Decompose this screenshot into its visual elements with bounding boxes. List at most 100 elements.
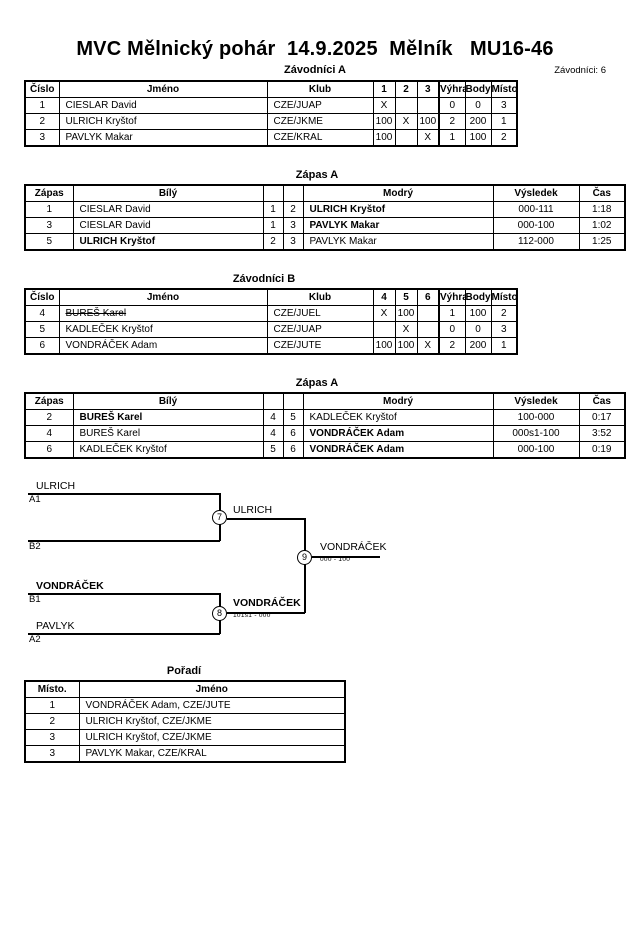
cell-white-name: BUREŠ Karel [72,425,264,442]
cell-club: CZE/JUAP [266,97,374,114]
table-row: 6 KADLEČEK Kryštof 5 6 VONDRÁČEK Adam 00… [24,441,626,459]
ranking-table: Místo. Jméno 1 VONDRÁČEK Adam, CZE/JUTE … [24,680,346,763]
cell-vs-3: 100 [416,113,440,130]
table-row: 3 PAVLYK Makar, CZE/KRAL [24,745,346,763]
ranking-heading: Pořadí [166,665,202,677]
col-header-body: Body [464,288,492,306]
cell-time: 3:52 [578,425,626,442]
cell-blue-name: ULRICH Kryštof [302,201,494,218]
cell-white-name: CIESLAR David [72,201,264,218]
bracket-line-a1 [28,493,220,495]
bracket-seed-a1: A1 [29,494,41,505]
bracket-seed-b2: B2 [29,541,41,552]
bracket-winner-9: VONDRÁČEK [320,541,387,553]
cell-number: 6 [24,337,60,355]
cell-place: 2 [24,713,80,730]
bracket-node-9[interactable]: 9 [297,550,312,565]
col-header-jmeno: Jméno [58,80,268,98]
bracket-line-8-out [227,612,305,614]
cell-result: 000s1-100 [492,425,580,442]
bracket-slot-name-a2: PAVLYK [36,620,75,632]
group-b-table: Číslo Jméno Klub 4 5 6 Výhra Body Místo.… [24,288,518,355]
col-header-misto: Místo. [490,288,518,306]
col-header-vysledek: Výsledek [492,392,580,410]
cell-wins: 2 [438,337,466,355]
cell-white-num: 4 [262,425,284,442]
col-header-cislo: Číslo [24,288,60,306]
table-header-row: Číslo Jméno Klub 1 2 3 Výhra Body Místo. [24,80,518,98]
cell-vs-2 [394,129,418,147]
matches-b-heading: Zápas A [295,377,339,389]
cell-points: 0 [464,97,492,114]
cell-vs-1: 100 [372,129,396,147]
bracket-score-8: 101s1 - 000 [233,612,271,619]
cell-result: 000-111 [492,201,580,218]
page-title: MVC Mělnický pohár 14.9.2025 Mělník MU16… [76,38,554,60]
elimination-bracket: ULRICH A1 B2 7 ULRICH VONDRÁČEK B1 PAVLY… [0,475,630,665]
col-header-m5: 5 [394,288,418,306]
cell-match-no: 6 [24,441,74,459]
bracket-node-7[interactable]: 7 [212,510,227,525]
cell-competitor: PAVLYK Makar, CZE/KRAL [78,745,346,763]
cell-name: KADLEČEK Kryštof [58,321,268,338]
cell-blue-num: 6 [282,425,304,442]
bracket-winner-8: VONDRÁČEK [233,597,301,609]
cell-points: 100 [464,305,492,322]
col-header-wnum [262,392,284,410]
cell-vs-1: X [372,97,396,114]
col-header-bily: Bílý [72,184,264,202]
cell-wins: 1 [438,305,466,322]
col-header-vysledek: Výsledek [492,184,580,202]
cell-white-name: CIESLAR David [72,217,264,234]
bracket-winner-7: ULRICH [233,504,273,516]
cell-place: 1 [24,697,80,714]
cell-vs-6: X [416,337,440,355]
cell-name: PAVLYK Makar [58,129,268,147]
cell-vs-2: X [394,113,418,130]
cell-match-no: 2 [24,409,74,426]
cell-club: CZE/JUAP [266,321,374,338]
cell-points: 100 [464,129,492,147]
col-header-modry: Modrý [302,392,494,410]
col-header-bnum [282,184,304,202]
cell-white-name: ULRICH Kryštof [72,233,264,251]
header-subrow: Závodníci A Závodníci: 6 [0,64,630,80]
table-header-row: Zápas Bílý Modrý Výsledek Čas [24,392,626,410]
col-header-m4: 4 [372,288,396,306]
cell-place: 1 [490,113,518,130]
bracket-slot-name-a1: ULRICH [36,480,76,492]
cell-vs-5: 100 [394,305,418,322]
cell-result: 112-000 [492,233,580,251]
bracket-node-8[interactable]: 8 [212,606,227,621]
matches-b-table: Zápas Bílý Modrý Výsledek Čas 2 BUREŠ Ka… [24,392,626,459]
cell-name: CIESLAR David [58,97,268,114]
cell-match-no: 5 [24,233,74,251]
table-header-row: Místo. Jméno [24,680,346,698]
table-header-row: Číslo Jméno Klub 4 5 6 Výhra Body Místo. [24,288,518,306]
cell-blue-num: 2 [282,201,304,218]
cell-competitor: ULRICH Kryštof, CZE/JKME [78,729,346,746]
cell-points: 200 [464,337,492,355]
table-row: 4 BUREŠ Karel 4 6 VONDRÁČEK Adam 000s1-1… [24,425,626,442]
cell-club: CZE/JUTE [266,337,374,355]
cell-number: 2 [24,113,60,130]
cell-number: 4 [24,305,60,322]
col-header-bily: Bílý [72,392,264,410]
table-row: 1 CIESLAR David 1 2 ULRICH Kryštof 000-1… [24,201,626,218]
cell-vs-4 [372,321,396,338]
cell-vs-3 [416,97,440,114]
cell-match-no: 4 [24,425,74,442]
cell-vs-6 [416,305,440,322]
col-header-bnum [282,392,304,410]
bracket-join-9 [304,518,306,613]
bracket-line-b2 [28,540,220,542]
cell-time: 1:02 [578,217,626,234]
cell-match-no: 3 [24,217,74,234]
col-header-misto: Místo. [24,680,80,698]
cell-place: 3 [490,321,518,338]
cell-vs-3: X [416,129,440,147]
bracket-slot-name-b1: VONDRÁČEK [36,580,104,592]
cell-time: 0:19 [578,441,626,459]
cell-place: 2 [490,305,518,322]
col-header-modry: Modrý [302,184,494,202]
